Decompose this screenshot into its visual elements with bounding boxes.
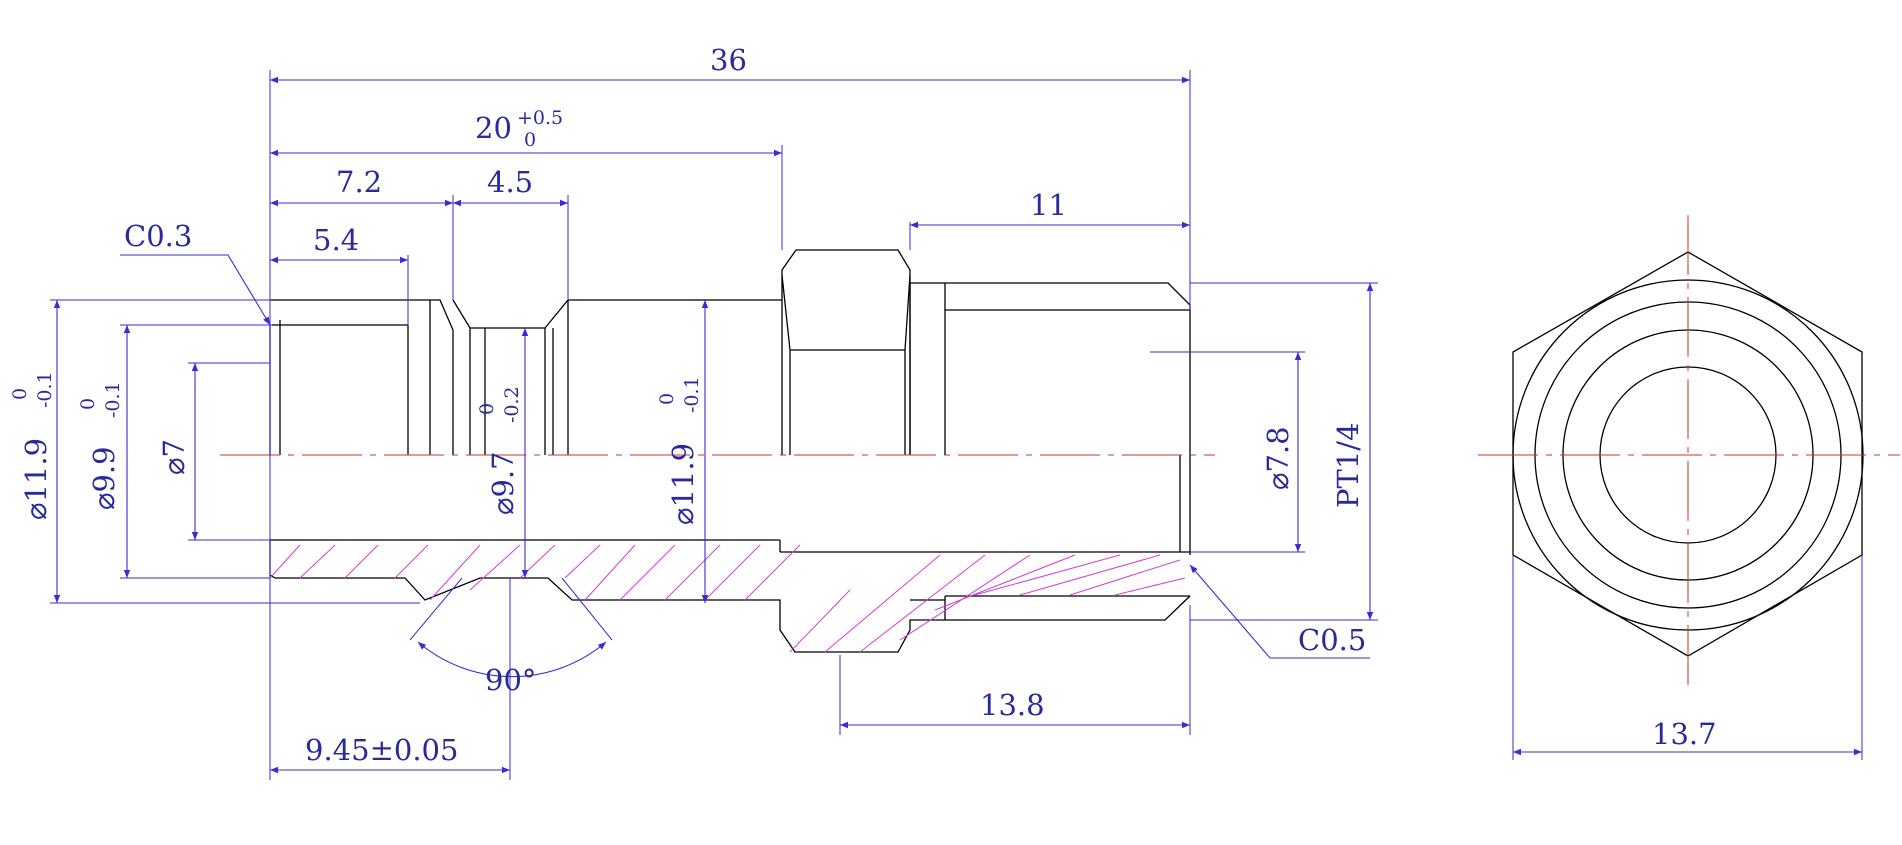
dim-d9-7-upper: 0 (476, 403, 498, 415)
dim-d9-9-lower: -0.1 (102, 381, 124, 418)
end-view (1478, 215, 1900, 760)
dim-d7-8: ⌀7.8 (1261, 426, 1295, 490)
dim-11: 11 (1030, 188, 1067, 222)
dim-d9-7-lower: -0.2 (501, 386, 523, 423)
dimension-lines (50, 70, 1378, 780)
dim-9-45: 9.45±0.05 (305, 733, 458, 767)
dim-36: 36 (710, 43, 747, 77)
dim-20-upper: +0.5 (517, 107, 563, 129)
dim-7-2: 7.2 (336, 165, 382, 199)
thread-pt1-4: PT1/4 (1331, 422, 1365, 508)
dim-13-8: 13.8 (980, 688, 1045, 722)
angle-90: 90° (485, 663, 536, 697)
dim-d7: ⌀7 (157, 439, 191, 475)
dim-13-7: 13.7 (1652, 717, 1717, 751)
dim-d11-9-mid: ⌀11.9 (666, 443, 700, 525)
dim-d9-7: ⌀9.7 (486, 451, 520, 515)
dim-d11-9-mid-lower: -0.1 (681, 376, 703, 413)
dimension-labels: 36 20 +0.5 0 7.2 4.5 5.4 11 C0.3 C0.5 90… (9, 43, 1717, 767)
part-outline (220, 249, 1215, 653)
dim-d11-9-mid-upper: 0 (656, 393, 678, 405)
dim-d9-9-upper: 0 (77, 398, 99, 410)
section-hatch (269, 544, 1186, 653)
dim-5-4: 5.4 (313, 223, 359, 257)
chamfer-c0-5: C0.5 (1298, 623, 1366, 657)
dim-20-nominal: 20 (475, 111, 512, 145)
dim-d9-9: ⌀9.9 (87, 446, 121, 510)
dim-d11-9-left-upper: 0 (9, 388, 31, 400)
dim-d11-9-left: ⌀11.9 (19, 438, 53, 520)
dim-20-lower: 0 (524, 129, 536, 151)
dim-4-5: 4.5 (487, 165, 533, 199)
chamfer-c0-3: C0.3 (124, 219, 192, 253)
dim-d11-9-left-lower: -0.1 (34, 371, 56, 408)
